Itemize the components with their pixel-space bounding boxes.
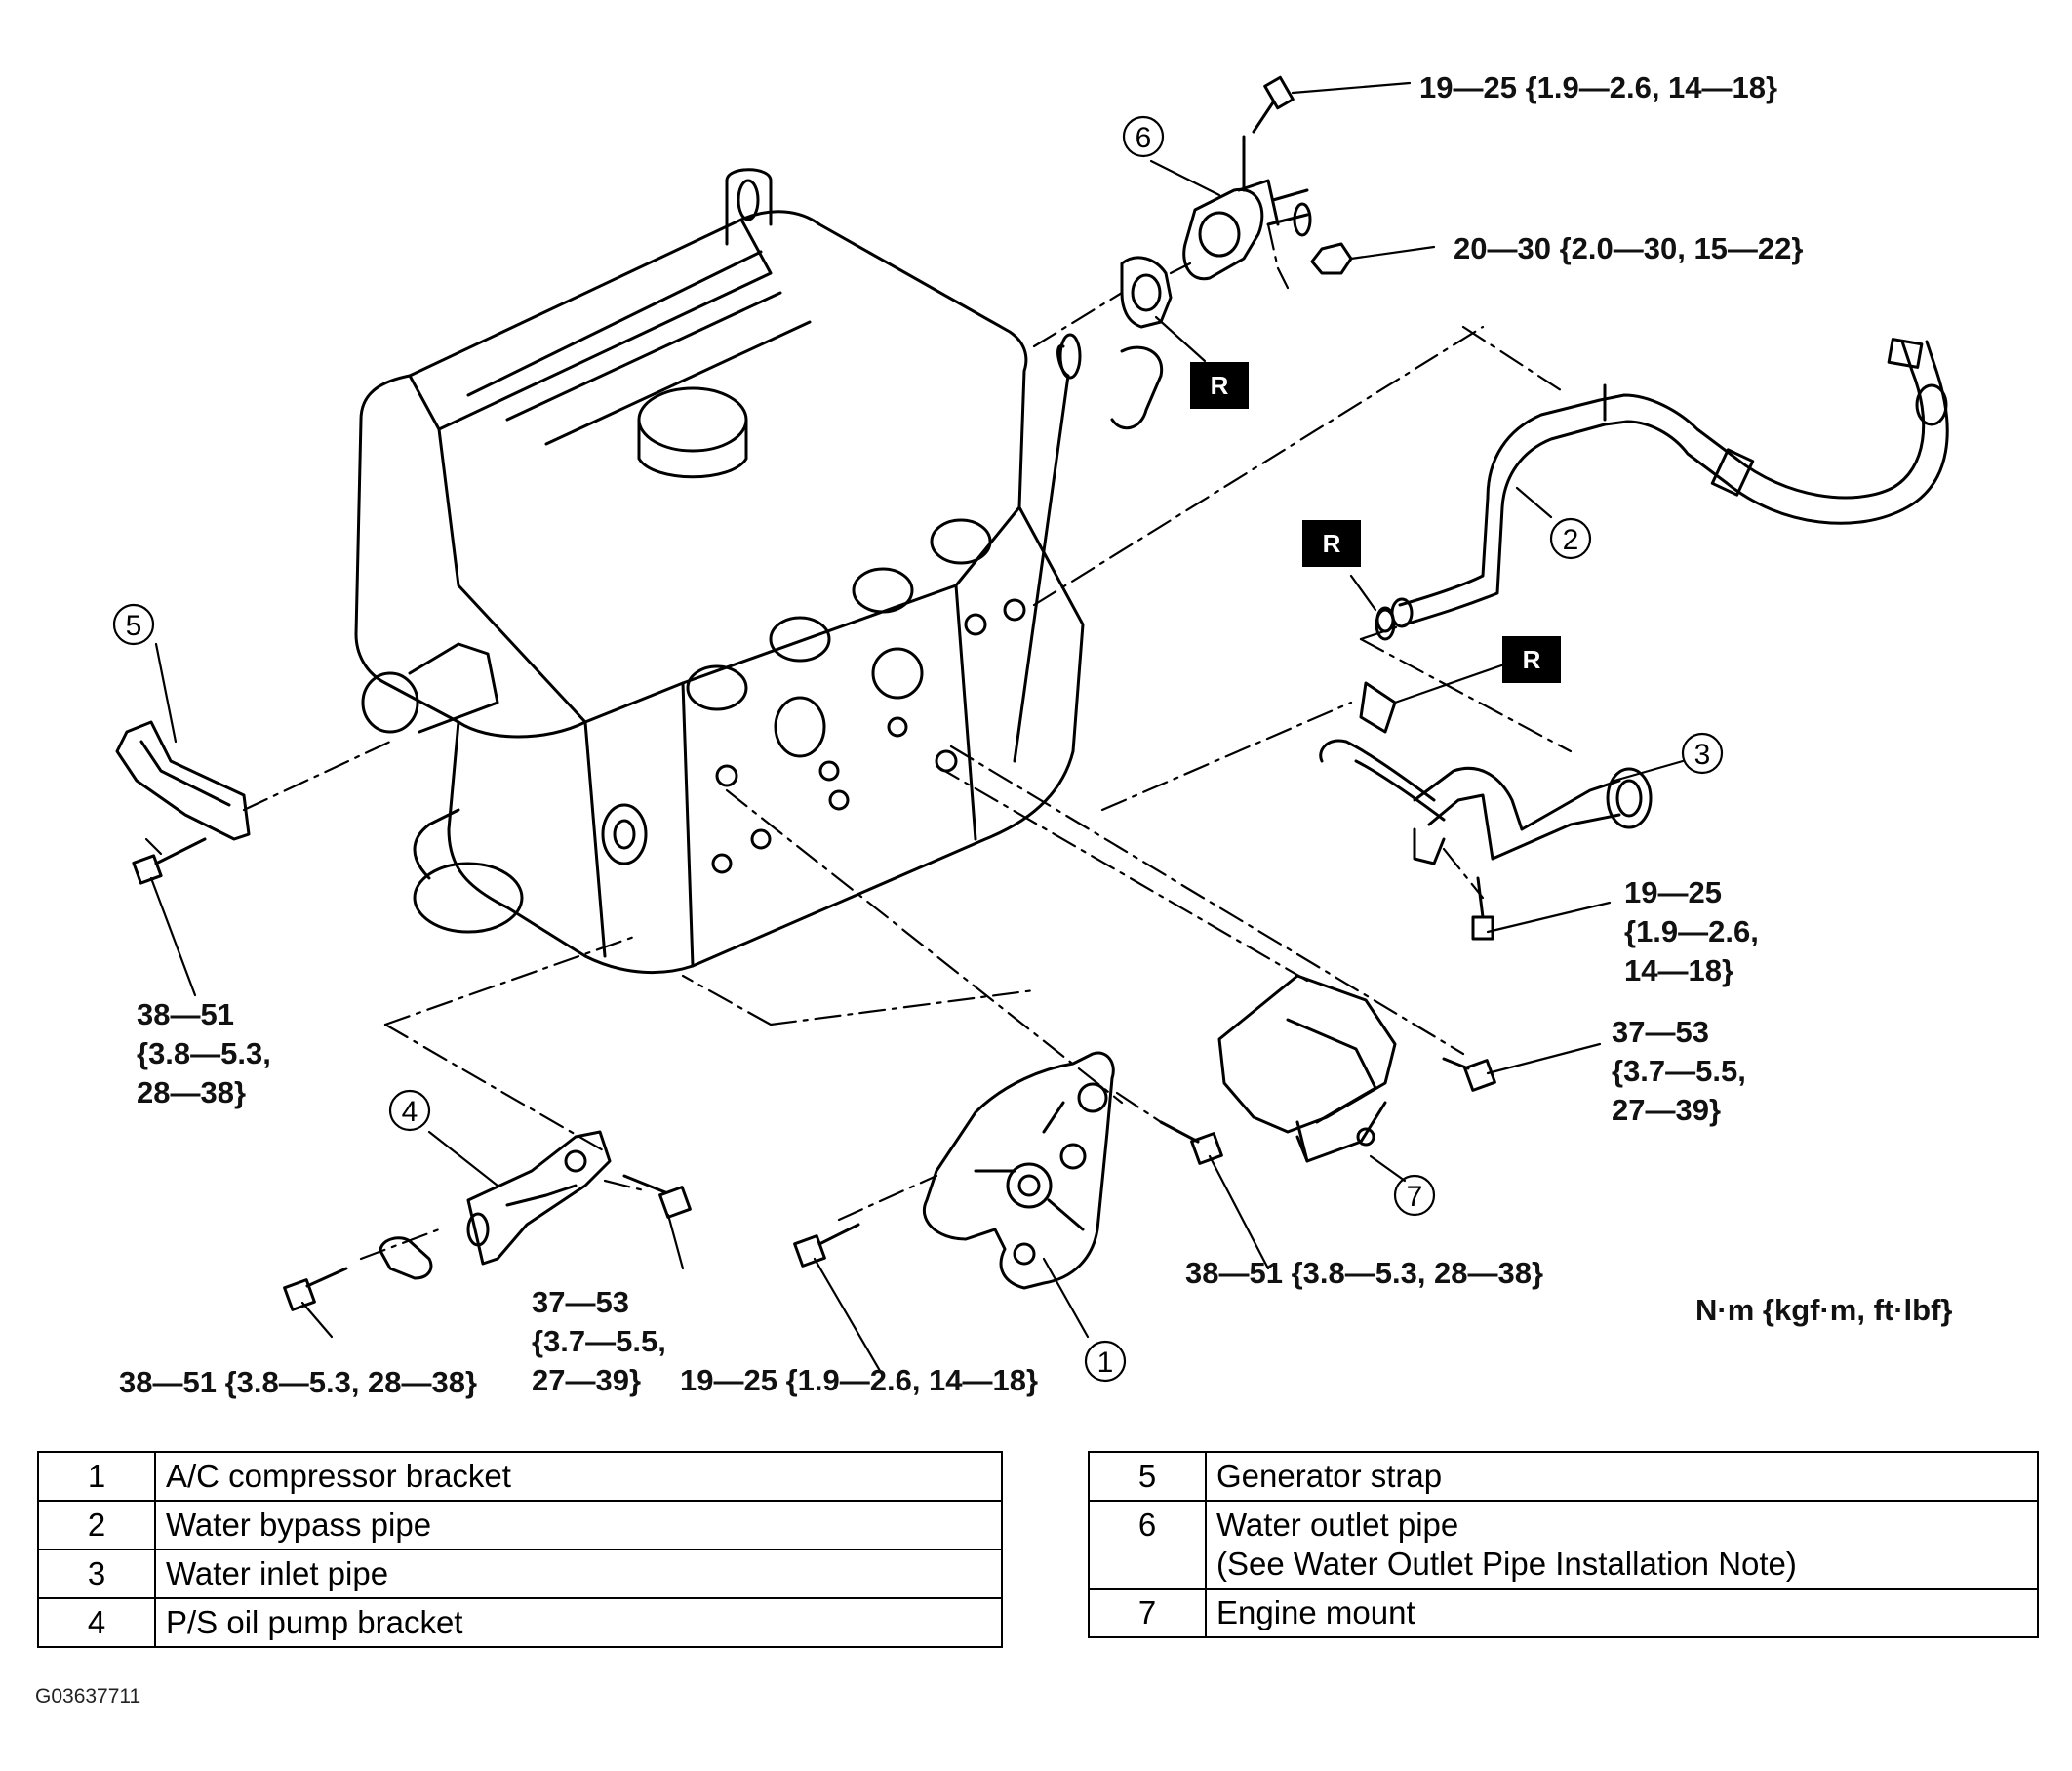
- svg-text:5: 5: [126, 610, 142, 642]
- exploded-engine-diagram: 1 2 3 4 5 6 7: [112, 75, 1949, 1383]
- water-inlet-pipe: [1319, 681, 1653, 865]
- torque-spec-ac-lower-bolt: 19—25 {1.9—2.6, 14—18}: [680, 1363, 1039, 1397]
- bolt-mount: [1442, 1057, 1496, 1092]
- svg-text:2: 2: [1563, 524, 1579, 556]
- part-callouts: 1 2 3 4 5 6 7: [112, 115, 1724, 1383]
- legend-description-main: Water outlet pipe: [1216, 1507, 1459, 1543]
- legend-row: 3 Water inlet pipe: [37, 1549, 1003, 1599]
- fasteners: [132, 75, 1496, 1311]
- legend-row: 2 Water bypass pipe: [37, 1500, 1003, 1550]
- bypass-o-ring: [1375, 608, 1396, 641]
- svg-text:4: 4: [402, 1096, 418, 1128]
- torque-spec-inlet-bolt: 19—25 {1.9—2.6, 14—18}: [1624, 875, 1759, 987]
- bolt-ps-right: [622, 1174, 692, 1219]
- torque-unit-note: N·m {kgf·m, ft·lbf}: [1695, 1293, 1953, 1327]
- water-outlet-gasket: [1120, 256, 1173, 329]
- legend-row: 6 Water outlet pipe (See Water Outlet Pi…: [1088, 1500, 2039, 1590]
- nut-outlet: [1310, 242, 1353, 275]
- parts-legend-left: 1 A/C compressor bracket 2 Water bypass …: [37, 1451, 1003, 1648]
- callout-6: 6: [1122, 115, 1165, 158]
- legend-description: Generator strap: [1205, 1451, 2039, 1502]
- torque-spec-strap-bolt: 38—51 {3.8—5.3, 28—38}: [137, 997, 271, 1109]
- legend-description: P/S oil pump bracket: [154, 1597, 1003, 1648]
- torque-spec-outlet-bolt: 19—25 {1.9—2.6, 14—18}: [1419, 70, 1778, 104]
- torque-spec-ac-upper-bolt: 38—51 {3.8—5.3, 28—38}: [1185, 1256, 1544, 1290]
- svg-text:6: 6: [1136, 122, 1152, 154]
- legend-description: Water inlet pipe: [154, 1549, 1003, 1599]
- legend-number: 5: [1088, 1451, 1207, 1502]
- bolt-ac-lower: [793, 1223, 860, 1268]
- leader-lines: [149, 81, 1685, 1378]
- bolt-inlet: [1471, 876, 1494, 941]
- legend-row: 4 P/S oil pump bracket: [37, 1597, 1003, 1648]
- replace-marker-o-ring: R: [1302, 520, 1361, 567]
- bolt-ac-upper: [1159, 1120, 1223, 1165]
- legend-row: 1 A/C compressor bracket: [37, 1451, 1003, 1502]
- legend-number: 1: [37, 1451, 156, 1502]
- legend-description: A/C compressor bracket: [154, 1451, 1003, 1502]
- water-bypass-pipe: [1375, 338, 1949, 633]
- bolt-strap: [132, 837, 207, 885]
- torque-spec-mount-bolt: 37—53 {3.7—5.5, 27—39}: [1612, 1015, 1746, 1127]
- legend-description-note: (See Water Outlet Pipe Installation Note…: [1216, 1546, 1797, 1582]
- torque-spec-outlet-nut: 20—30 {2.0—30, 15—22}: [1454, 231, 1804, 265]
- bolt-outlet-top: [1252, 75, 1295, 134]
- legend-row: 5 Generator strap: [1088, 1451, 2039, 1502]
- callout-5: 5: [112, 603, 155, 646]
- legend-description: Water outlet pipe (See Water Outlet Pipe…: [1205, 1500, 2039, 1590]
- callout-3: 3: [1681, 732, 1724, 775]
- parts-legend-right: 5 Generator strap 6 Water outlet pipe (S…: [1088, 1451, 2039, 1638]
- ps-oil-pump-bracket: [379, 1130, 612, 1280]
- legend-description: Water bypass pipe: [154, 1500, 1003, 1550]
- svg-text:3: 3: [1694, 739, 1711, 771]
- generator-strap: [115, 720, 251, 841]
- legend-description: Engine mount: [1205, 1588, 2039, 1638]
- figure-id: G03637711: [35, 1685, 141, 1708]
- callout-2: 2: [1549, 517, 1592, 560]
- engine-mount: [1217, 974, 1397, 1163]
- legend-number: 3: [37, 1549, 156, 1599]
- replace-marker-outlet-gasket: R: [1190, 362, 1249, 409]
- svg-text:1: 1: [1097, 1347, 1114, 1379]
- callout-7: 7: [1393, 1174, 1436, 1217]
- bolt-ps-left: [283, 1267, 348, 1311]
- torque-spec-ps-right-bolt: 37—53 {3.7—5.5, 27—39}: [532, 1285, 666, 1397]
- ac-compressor-bracket: [923, 1051, 1115, 1290]
- legend-number: 2: [37, 1500, 156, 1550]
- torque-spec-ps-left-bolt: 38—51 {3.8—5.3, 28—38}: [119, 1365, 478, 1399]
- water-outlet-pipe: [1182, 135, 1312, 281]
- legend-number: 6: [1088, 1500, 1207, 1590]
- engine-block: [354, 168, 1164, 974]
- replace-marker-inlet-gasket: R: [1502, 636, 1561, 683]
- legend-number: 7: [1088, 1588, 1207, 1638]
- alignment-lines: [144, 222, 1573, 1261]
- callout-1: 1: [1084, 1340, 1127, 1383]
- legend-row: 7 Engine mount: [1088, 1588, 2039, 1638]
- callout-4: 4: [388, 1089, 431, 1132]
- legend-number: 4: [37, 1597, 156, 1648]
- svg-text:7: 7: [1407, 1181, 1423, 1213]
